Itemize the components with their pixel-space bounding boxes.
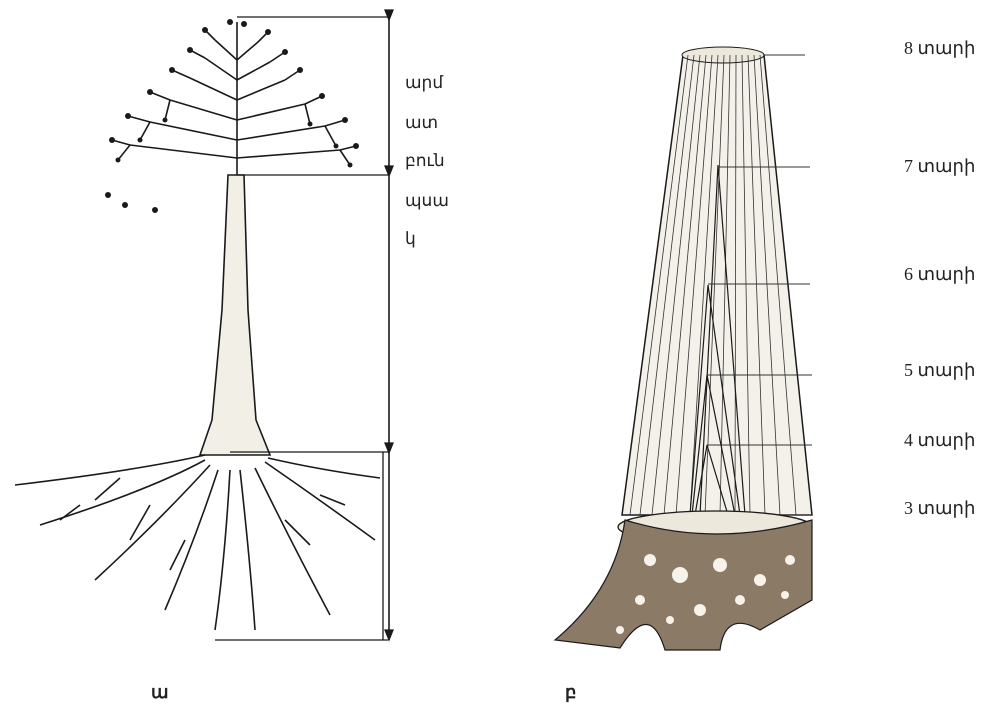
tree-crown: [112, 22, 356, 175]
crown-label-line-1: արմ: [405, 70, 443, 96]
crown-label-line-2: ատ: [405, 110, 438, 136]
caption-right: բ: [565, 682, 576, 703]
age-label-6: 6 տարի: [904, 264, 975, 285]
crown-label-line-4: պսա: [405, 188, 449, 214]
tree-roots: [15, 455, 380, 630]
crown-label-line-3: բուն: [405, 148, 445, 174]
tree-trunk: [200, 175, 270, 455]
age-label-4: 4 տարի: [904, 430, 975, 451]
trunk-section: [622, 55, 812, 515]
top-growth-rings: [682, 47, 764, 63]
age-label-3: 3 տարի: [904, 498, 975, 519]
stump-bark: [555, 520, 812, 650]
caption-left: ա: [151, 682, 169, 703]
crown-label-line-5: կ: [405, 226, 416, 252]
age-label-5: 5 տարի: [904, 360, 975, 381]
age-label-7: 7 տարի: [904, 156, 975, 177]
age-label-8: 8 տարի: [904, 38, 975, 59]
